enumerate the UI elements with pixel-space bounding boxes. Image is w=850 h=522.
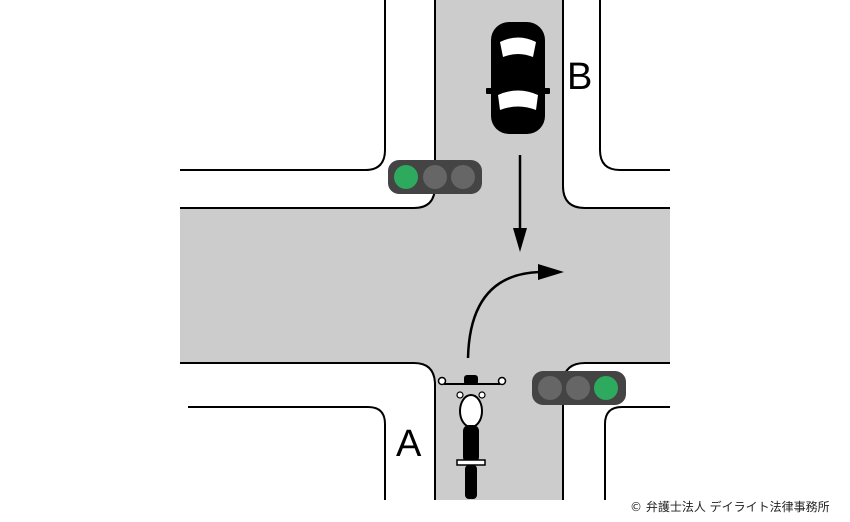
sidewalk-bottom-left bbox=[188, 406, 386, 500]
sidewalk-top-right bbox=[599, 0, 670, 171]
horizontal-road bbox=[180, 208, 670, 363]
arrow-b-straight bbox=[513, 155, 527, 252]
arrow-a-right-turn bbox=[466, 264, 564, 359]
green-light-icon bbox=[394, 165, 418, 189]
corner-bottom-left bbox=[414, 363, 435, 385]
corner-top-right bbox=[563, 186, 585, 208]
sidewalk-top-left bbox=[180, 0, 386, 171]
traffic-signal-bottom bbox=[532, 371, 626, 405]
car-icon bbox=[486, 22, 550, 134]
off-light-icon bbox=[566, 376, 590, 400]
green-light-icon bbox=[594, 376, 618, 400]
curb-top-right bbox=[562, 0, 670, 209]
copyright-credit: © 弁護士法人 デイライト法律事務所 bbox=[630, 500, 830, 514]
vehicle-a-label: A bbox=[396, 423, 422, 465]
off-light-icon bbox=[538, 376, 562, 400]
sidewalk-bottom-right bbox=[604, 406, 670, 500]
off-light-icon bbox=[451, 165, 475, 189]
vehicle-b-label: B bbox=[567, 56, 593, 98]
traffic-signal-top bbox=[388, 160, 482, 194]
curb-bottom-left bbox=[180, 362, 436, 500]
road-surface bbox=[180, 0, 670, 500]
motorcycle-icon bbox=[437, 375, 507, 499]
off-light-icon bbox=[423, 165, 447, 189]
